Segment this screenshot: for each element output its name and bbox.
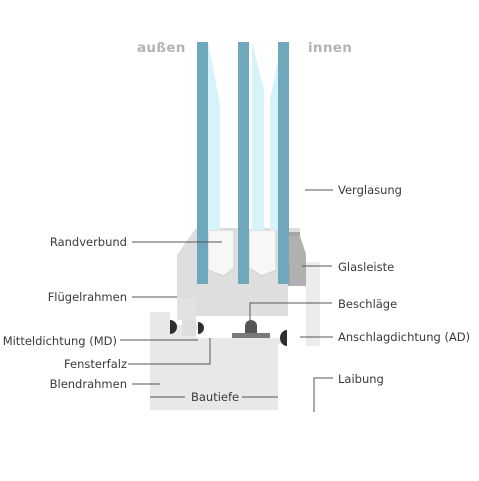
laibung-wall	[306, 262, 320, 346]
blendrahmen-label: Blendrahmen	[49, 377, 127, 391]
blendrahmen-profile	[150, 312, 282, 410]
middle-pane	[238, 42, 249, 284]
bautiefe-label: Bautiefe	[191, 390, 240, 404]
inside-label: innen	[308, 40, 353, 56]
leader-lines	[120, 189, 333, 412]
glazing-panes	[197, 42, 289, 284]
randverbund-label: Randverbund	[49, 235, 127, 249]
fluegelrahmen-label: Flügelrahmen	[47, 290, 127, 304]
mitteldichtung-label: Mitteldichtung (MD)	[2, 334, 117, 348]
glasleiste-label: Glasleiste	[338, 260, 395, 274]
outer-pane	[197, 42, 208, 284]
beschlaege-label: Beschläge	[338, 297, 398, 311]
beschlaege-hardware	[232, 320, 270, 338]
outside-label: außen	[137, 40, 186, 56]
verglasung-label: Verglasung	[338, 183, 402, 197]
laibung-label: Laibung	[338, 372, 384, 386]
fensterfalz-label: Fensterfalz	[64, 357, 127, 371]
anschlagdichtung-label: Anschlagdichtung (AD)	[338, 330, 471, 344]
mitteldichtung-seal	[170, 320, 204, 334]
anschlagdichtung-seal	[280, 330, 287, 346]
inner-pane	[278, 42, 289, 284]
